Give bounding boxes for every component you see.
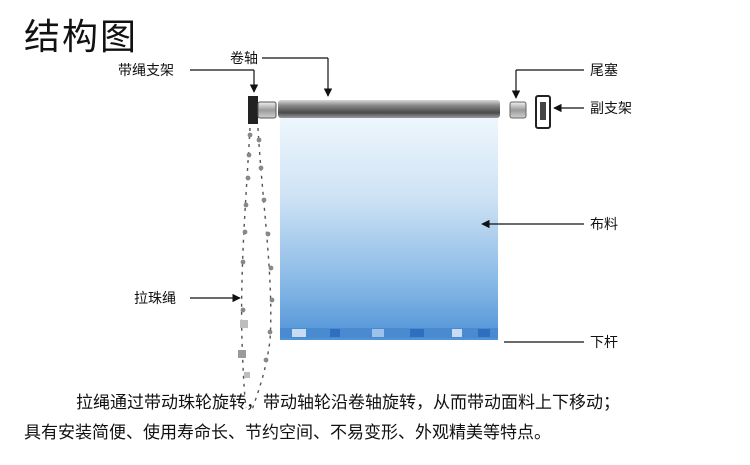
- chain-blocks: [238, 320, 250, 378]
- label-chain: 拉珠绳: [134, 291, 176, 307]
- sub-bracket: [535, 95, 551, 129]
- label-fabric: 布料: [590, 217, 618, 233]
- description-line-1: 拉绳通过带动珠轮旋转，带动轴轮沿卷轴旋转，从而带动面料上下移动；: [76, 393, 620, 413]
- description-line-2: 具有安装简便、使用寿命长、节约空间、不易变形、外观精美等特点。: [24, 423, 551, 443]
- label-roller: 卷轴: [230, 51, 258, 67]
- label-sub-bracket: 副支架: [590, 101, 632, 117]
- bottom-bar: [280, 328, 498, 338]
- chain-bracket: [248, 96, 277, 124]
- roller-tube: [278, 100, 500, 118]
- chain-beads: [240, 132, 275, 363]
- bead-chain: [240, 127, 272, 411]
- label-bottom-bar: 下杆: [590, 335, 618, 351]
- end-plug: [509, 101, 527, 119]
- label-end-plug: 尾塞: [590, 63, 618, 79]
- fabric: [280, 118, 498, 340]
- label-bracket: 带绳支架: [118, 63, 174, 79]
- diagram-title: 结构图: [24, 17, 139, 58]
- description: 拉绳通过带动珠轮旋转，带动轴轮沿卷轴旋转，从而带动面料上下移动； 具有安装简便、…: [24, 388, 736, 448]
